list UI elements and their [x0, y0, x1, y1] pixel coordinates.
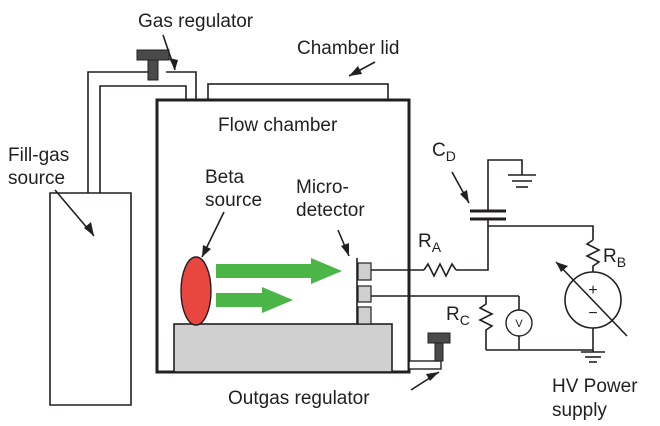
- rb-sub: B: [617, 254, 626, 270]
- radiation-arrow-lower: [216, 287, 293, 313]
- flow-chamber-label: Flow chamber: [218, 115, 338, 136]
- fill-gas-label-line2: source: [8, 168, 65, 189]
- hv-power-supply-label: HV Power supply: [552, 376, 643, 421]
- micro-label-line1: Micro-: [296, 177, 349, 198]
- cd-main: C: [432, 140, 446, 161]
- callout-arrows: [54, 34, 470, 391]
- micro-label-line2: detector: [296, 200, 365, 221]
- cd-label: CD: [432, 140, 456, 164]
- beta-source-label: Beta source: [205, 167, 262, 211]
- rc-label: RC: [446, 304, 470, 328]
- rc-sub: C: [460, 312, 470, 328]
- gas-line: [87, 71, 197, 193]
- cd-sub: D: [446, 148, 456, 164]
- capacitor-cd: [470, 159, 536, 226]
- ra-sub: A: [432, 239, 442, 255]
- fill-gas-cylinder: [49, 192, 132, 406]
- ra-main: R: [418, 231, 432, 252]
- beta-label-line2: source: [205, 190, 262, 211]
- micro-detector: [356, 258, 372, 325]
- hv-label-line1: HV Power: [552, 376, 638, 397]
- outgas-regulator-label: Outgas regulator: [228, 388, 370, 409]
- hv-minus-label: −: [588, 305, 597, 322]
- rc-main: R: [446, 304, 460, 325]
- beta-label-line1: Beta: [205, 167, 245, 188]
- chamber-lid-label: Chamber lid: [297, 38, 399, 59]
- gas-regulator-label: Gas regulator: [138, 11, 254, 32]
- voltmeter-label: V: [515, 318, 523, 330]
- hv-label-line2: supply: [552, 400, 607, 421]
- chamber-base: [173, 323, 393, 373]
- radiation-arrow-upper: [216, 258, 342, 284]
- hv-plus-label: +: [588, 282, 597, 299]
- gas-regulator-knob[interactable]: [136, 49, 170, 81]
- wire-rc-network: [371, 295, 593, 351]
- ra-label: RA: [418, 231, 442, 255]
- outgas-regulator[interactable]: [408, 332, 451, 370]
- rb-main: R: [603, 246, 617, 267]
- rb-label: RB: [603, 246, 626, 270]
- beta-source: [180, 256, 212, 326]
- fill-gas-label-line1: Fill-gas: [8, 145, 69, 166]
- resistor-rb: [585, 239, 601, 272]
- chamber-lid: [207, 83, 389, 101]
- micro-detector-label: Micro- detector: [296, 177, 365, 221]
- fill-gas-source-label: Fill-gas source: [8, 145, 75, 189]
- wire-ra-path: [371, 225, 594, 278]
- voltmeter: [505, 309, 533, 337]
- hv-power-supply: [555, 261, 628, 363]
